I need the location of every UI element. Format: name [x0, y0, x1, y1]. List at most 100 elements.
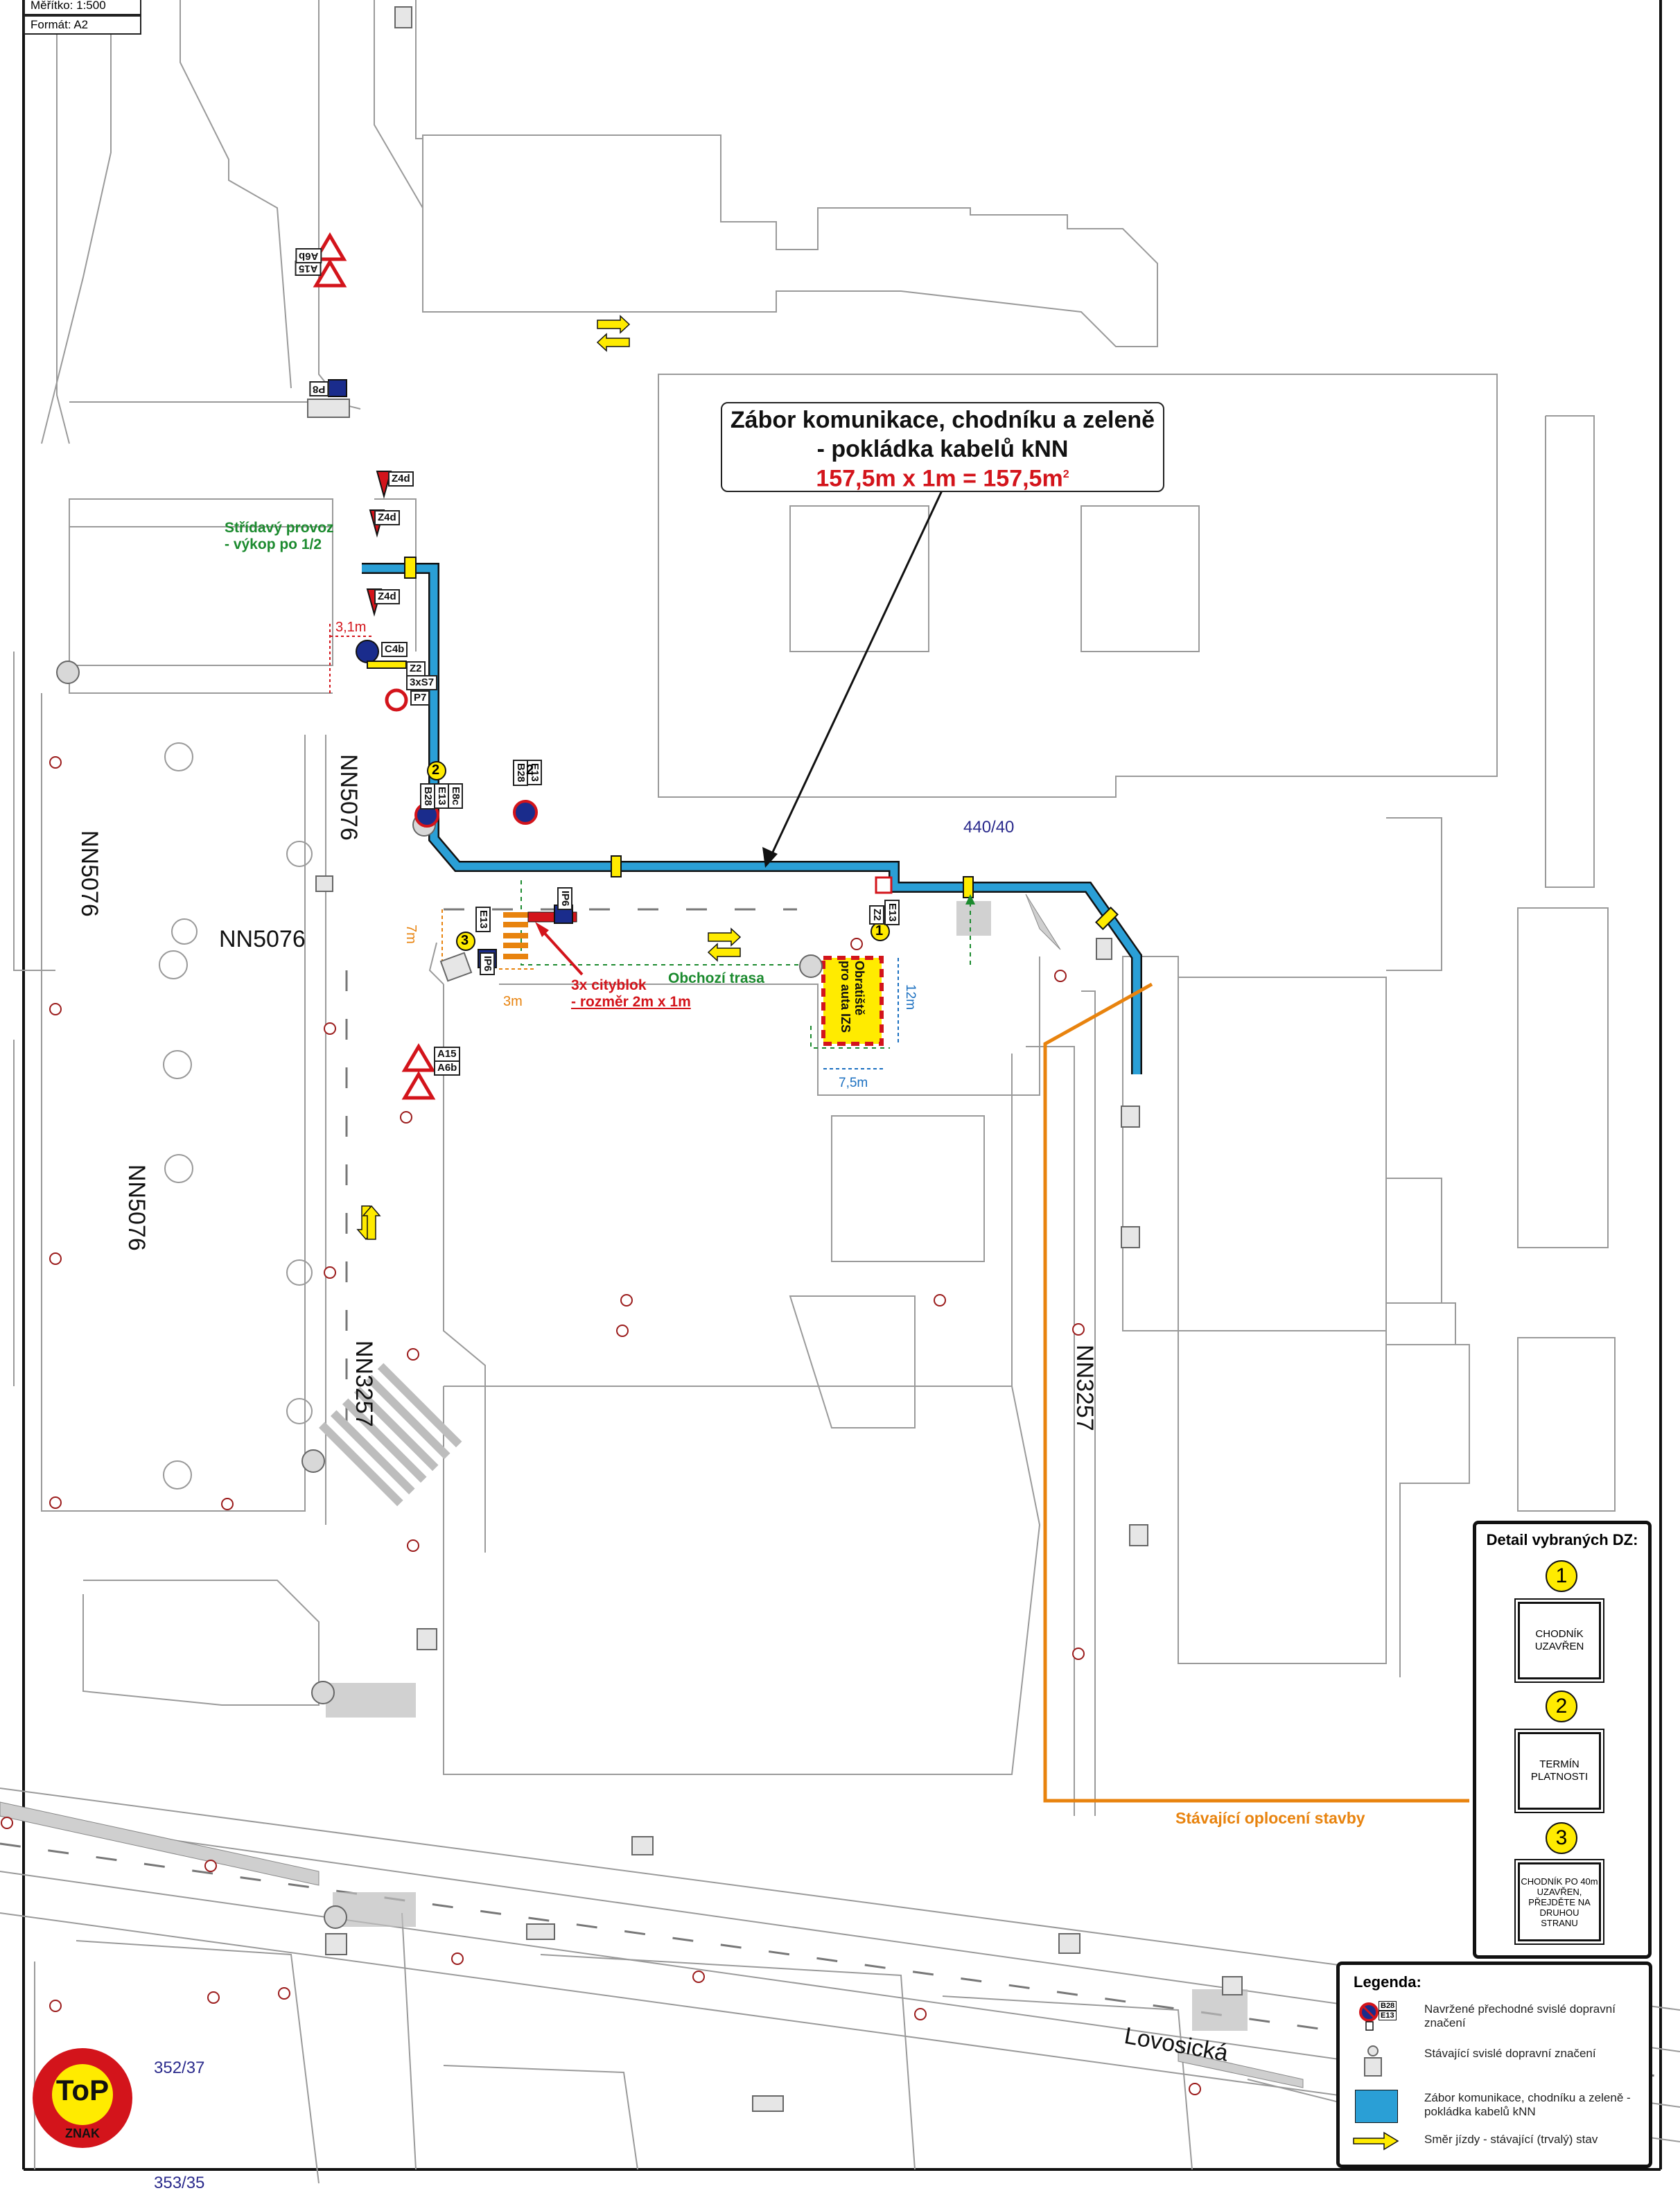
alternating-traffic-label: Střídavý provoz: [225, 520, 334, 536]
sign-code-a6b-b: A6b: [434, 1060, 461, 1076]
street-nn3257-right: NN3257: [1071, 1345, 1098, 1431]
width-marker: [329, 624, 374, 693]
sign-code-e8c: E8c: [448, 783, 463, 809]
parcel-440-40: 440/40: [963, 818, 1015, 837]
trench-path-fill: [362, 564, 1141, 1074]
sign-num-2a: 2: [432, 762, 440, 778]
detail-num-2: 2: [1546, 1690, 1577, 1722]
legend-code-e13: E13: [1379, 2011, 1397, 2020]
sign-num-2b: 2: [526, 762, 534, 778]
existing-sign-icon: [1364, 2045, 1382, 2077]
sign-code-e13-c: E13: [475, 907, 491, 932]
width-label: 3,1m: [335, 620, 367, 635]
sign-code-z2: Z2: [406, 661, 426, 676]
callout-line1: Zábor komunikace, chodníku a zeleně: [730, 407, 1155, 433]
legend-text-direction: Směr jízdy - stávající (trvalý) stav: [1424, 2133, 1598, 2146]
sign-code-ip6-b: IP6: [480, 952, 495, 975]
legend-row-existing: Stávající svislé dopravní značení: [1352, 2044, 1643, 2086]
dim-7m: 7m: [403, 925, 419, 944]
parcel-353-35: 353/35: [154, 2174, 205, 2192]
dim-3m: 3m: [503, 994, 523, 1009]
cityblok-size-label: - rozměr 2m x 1m: [571, 994, 691, 1010]
callout-line2: - pokládka kabelů kNN: [816, 436, 1069, 462]
detail-plate-3: CHODNÍK PO 40m UZAVŘEN, PŘEJDĚTE NA DRUH…: [1514, 1859, 1604, 1945]
dim-12m: 12m: [903, 984, 918, 1010]
sign-code-z4d-2: Z4d: [374, 510, 400, 525]
legend-panel: Legenda: B28 E13 Navržené přechodné svis…: [1336, 1962, 1652, 2168]
existing-fence: [1043, 982, 1469, 1803]
callout-arrowhead: [762, 847, 778, 868]
utility-symbols: [1, 756, 1201, 2095]
cityblok-pointer: [539, 927, 584, 976]
sign-num-3: 3: [461, 933, 469, 948]
format-label: Formát: A2: [24, 15, 141, 35]
legend-text-existing: Stávající svislé dopravní značení: [1424, 2047, 1596, 2060]
sign-detail-panel: Detail vybraných DZ: 1 CHODNÍK UZAVŘEN 2…: [1473, 1521, 1652, 1959]
trench-markers: [404, 557, 1119, 930]
occupation-callout: Zábor komunikace, chodníku a zeleně - po…: [721, 402, 1164, 492]
sign-code-p7: P7: [410, 690, 430, 706]
flow-arrows: [356, 315, 742, 1241]
legend-title: Legenda:: [1354, 1973, 1421, 1991]
cityblok-arrowhead: [535, 922, 549, 937]
existing-signs: [307, 6, 1243, 2112]
sign-num-1: 1: [875, 923, 884, 938]
sign-code-z2-b: Z2: [869, 905, 884, 925]
detail-num-1: 1: [1546, 1560, 1577, 1592]
legend-text-trench: Zábor komunikace, chodníku a zeleně - po…: [1424, 2091, 1631, 2118]
dim-7-5m: 7,5m: [839, 1076, 868, 1090]
hatched-strips: [0, 893, 1304, 2088]
trench-swatch-icon: [1355, 2090, 1398, 2123]
legend-row-proposed: B28 E13 Navržené přechodné svislé doprav…: [1352, 2000, 1643, 2041]
top-znak-logo: ToP ZNAK: [30, 2046, 134, 2150]
street-nn3257-left: NN3257: [351, 1340, 377, 1427]
half-excavation-label: - výkop po 1/2: [225, 536, 322, 552]
turnaround-label: Obratiště pro auta IZS: [839, 961, 866, 1033]
legend-text-proposed: Navržené přechodné svislé dopravní znače…: [1424, 2002, 1616, 2029]
scale-label: Měřítko: 1:500: [24, 0, 141, 15]
callout-leader: [768, 489, 944, 860]
sign-code-3xs7: 3xS7: [406, 675, 438, 690]
sign-code-p8: P8: [309, 381, 329, 396]
sign-code-ip6-a: IP6: [557, 887, 572, 910]
sign-code-e13-a: E13: [434, 783, 449, 809]
obratiste-zone: [821, 956, 884, 1046]
legend-row-direction: Směr jízdy - stávající (trvalý) stav: [1352, 2131, 1643, 2173]
sign-code-b28-a: B28: [420, 783, 435, 810]
dimension-lines-blue: [823, 958, 899, 1069]
detail-title: Detail vybraných DZ:: [1486, 1531, 1638, 1548]
bypass-route-label: Obchozí trasa: [668, 970, 764, 986]
detail-plate-2: TERMÍN PLATNOSTI: [1514, 1729, 1604, 1813]
legend-code-b28: B28: [1379, 2001, 1397, 2011]
detail-plate-1: CHODNÍK UZAVŘEN: [1514, 1598, 1604, 1683]
cityblocks: [503, 912, 528, 959]
cityblok-label: 3x cityblok: [571, 977, 647, 993]
sign-code-c4b: C4b: [381, 642, 408, 657]
street-nn5076-a: NN5076: [76, 830, 103, 917]
zebra-crossings: [319, 901, 1248, 2031]
callout-area: 157,5m x 1m = 157,5m2: [816, 465, 1069, 492]
bypass-route: [520, 880, 971, 1049]
logo-bottom-text: ZNAK: [65, 2126, 100, 2140]
logo-top-text: ToP: [55, 2074, 110, 2106]
legend-row-trench: Zábor komunikace, chodníku a zeleně - po…: [1352, 2088, 1643, 2130]
sign-code-e13-d: E13: [884, 900, 900, 925]
direction-arrow-icon: [1353, 2131, 1399, 2151]
detail-num-3: 3: [1546, 1822, 1577, 1854]
street-nn5076-b: NN5076: [335, 754, 362, 841]
existing-fence-label: Stávající oplocení stavby: [1175, 1809, 1365, 1827]
dimension-lines-orange: [441, 909, 536, 970]
street-nn5076-c: NN5076: [123, 1164, 150, 1251]
bypass-arrow: [965, 894, 975, 905]
sign-code-z4d-1: Z4d: [388, 471, 414, 487]
trees: [159, 742, 313, 1489]
sign-code-a6b: A6b: [295, 248, 322, 263]
trench-path: [362, 563, 1142, 1074]
sign-code-a15-b: A15: [434, 1047, 460, 1062]
proposed-sign-icon: [1359, 2002, 1379, 2031]
parcel-352-37: 352/37: [154, 2059, 205, 2077]
street-nn5076-horizontal: NN5076: [219, 926, 306, 952]
sign-code-z4d-3: Z4d: [374, 589, 400, 604]
